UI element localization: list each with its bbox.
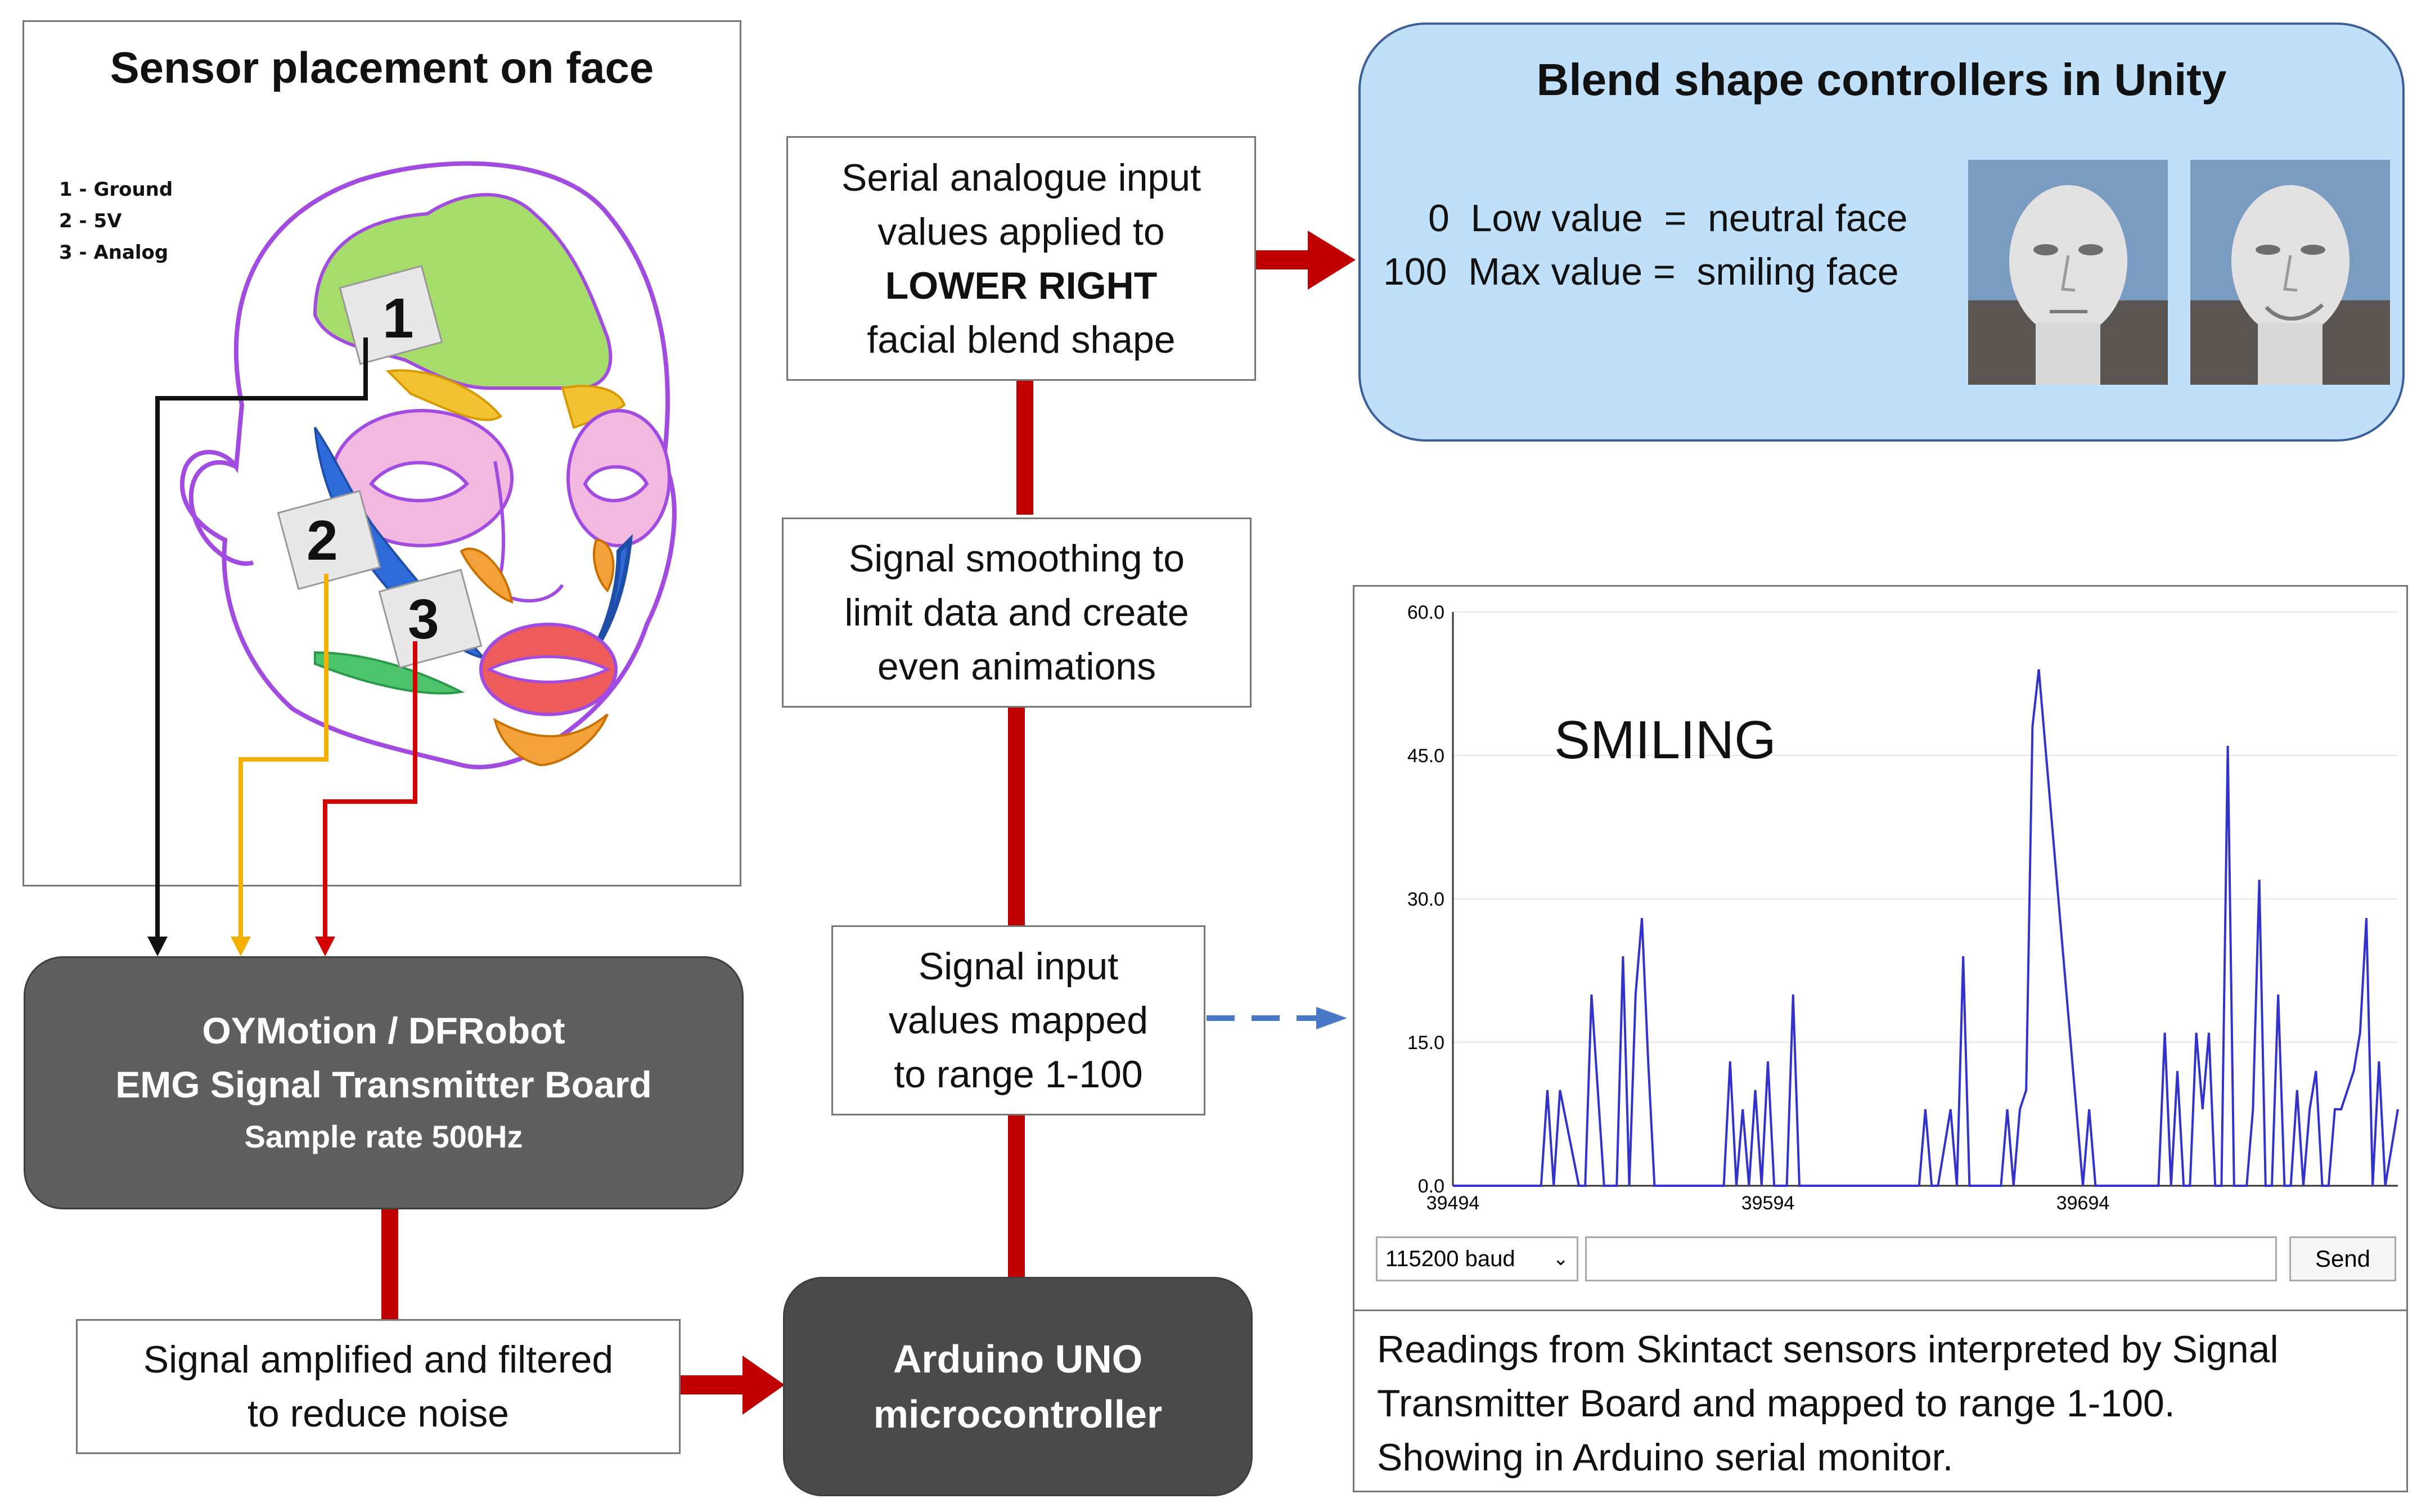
- sensor-label-1: 1: [382, 287, 414, 350]
- serial-applied-line1: Serial analogue input: [841, 156, 1201, 199]
- wire-5v: [238, 574, 328, 951]
- sensor-2: 2: [277, 490, 381, 590]
- send-button[interactable]: Send: [2289, 1236, 2396, 1281]
- eyebrow-right: [561, 385, 626, 429]
- chin-muscle: [493, 713, 609, 767]
- plot-x-tick-label: 39694: [2056, 1192, 2110, 1214]
- amplified-line2: to reduce noise: [247, 1392, 509, 1435]
- plot-y-tick-label: 30.0: [1407, 889, 1444, 910]
- plot-x-tick-label: 39594: [1741, 1192, 1795, 1214]
- caption-line2: Transmitter Board and mapped to range 1-…: [1377, 1382, 2175, 1425]
- sensor-label-3: 3: [408, 588, 439, 651]
- baud-value: 115200 baud: [1385, 1246, 1515, 1271]
- serial-caption: Readings from Skintact sensors interpret…: [1354, 1310, 2406, 1491]
- arduino-line1: Arduino UNO: [893, 1337, 1143, 1381]
- nasal-muscle-right: [593, 538, 615, 593]
- mapped-line1: Signal input: [918, 945, 1119, 988]
- serial-applied-line3: LOWER RIGHT: [885, 264, 1158, 307]
- sensor-3: 3: [378, 569, 483, 669]
- serial-applied-line4: facial blend shape: [867, 318, 1176, 361]
- serial-input-field[interactable]: [1585, 1236, 2277, 1281]
- mapped-line2: values mapped: [888, 999, 1149, 1042]
- emg-board-box: OYMotion / DFRobot EMG Signal Transmitte…: [24, 956, 744, 1209]
- serial-plot: 0.0 15.0 30.0 45.0 60.0 39494 39594 39694 SMILI…: [1407, 602, 2399, 1214]
- plot-smiling-label: SMILING: [1554, 710, 1776, 770]
- lips-line: [486, 655, 611, 683]
- wire-analog-arrowhead: [315, 937, 335, 956]
- wire-legend: 1 - Ground 2 - 5V 3 - Analog: [59, 174, 173, 268]
- board-line2: EMG Signal Transmitter Board: [115, 1064, 652, 1105]
- smiling-face-image: [2190, 160, 2390, 385]
- arrow-amplified-arduino-head: [742, 1356, 785, 1415]
- amplified-line1: Signal amplified and filtered: [143, 1338, 614, 1381]
- blend-title: Blend shape controllers in Unity: [1536, 55, 2227, 105]
- plot-y-tick-label: 15.0: [1407, 1032, 1444, 1054]
- arrow-serial-blend-shaft: [1252, 250, 1313, 269]
- smoothing-line3: even animations: [877, 645, 1156, 688]
- caption-line3: Showing in Arduino serial monitor.: [1377, 1436, 1954, 1479]
- arrow-serial-blend-head: [1308, 231, 1356, 290]
- wire-analog: [323, 641, 417, 951]
- plot-series-line: [1453, 669, 2399, 1187]
- sensor-label-2: 2: [307, 509, 338, 572]
- serial-monitor-panel: 0.0 15.0 30.0 45.0 60.0 39494 39594 39694 SMILI…: [1353, 585, 2408, 1492]
- mapped-box: Signal input values mapped to range 1-10…: [831, 925, 1205, 1115]
- nasal-muscle: [460, 547, 514, 604]
- plot-y-tick-label: 60.0: [1407, 602, 1444, 623]
- amplified-box: Signal amplified and filtered to reduce …: [76, 1319, 681, 1454]
- legend-ground: 1 - Ground: [59, 178, 173, 201]
- face-panel-title: Sensor placement on face: [110, 43, 654, 92]
- caption-line1: Readings from Skintact sensors interpret…: [1377, 1328, 2279, 1371]
- plot-y-tick-label: 0.0: [1418, 1176, 1444, 1197]
- blend-row-low: 0 Low value = neutral face: [1428, 197, 1908, 240]
- eyebrow-left: [385, 369, 502, 421]
- connector-mapped-arduino: [1008, 1114, 1025, 1277]
- board-line1: OYMotion / DFRobot: [202, 1010, 565, 1051]
- serial-applied-line2: values applied to: [877, 210, 1165, 253]
- legend-5v: 2 - 5V: [59, 210, 122, 232]
- eye-left: [368, 461, 470, 502]
- arrow-amplified-arduino-shaft: [681, 1375, 748, 1394]
- connector-board-amplified: [381, 1209, 398, 1319]
- plot-x-tick-label: 39494: [1426, 1192, 1480, 1214]
- blend-panel: Blend shape controllers in Unity 0 Low v…: [1358, 22, 2405, 442]
- neutral-face-image: [1968, 160, 2168, 385]
- wire-ground: [155, 338, 368, 951]
- arduino-box: Arduino UNO microcontroller: [783, 1277, 1253, 1496]
- chevron-down-icon: ⌄: [1552, 1248, 1569, 1270]
- smoothing-line2: limit data and create: [844, 591, 1189, 634]
- plot-y-tick-label: 45.0: [1407, 745, 1444, 767]
- smoothing-box: Signal smoothing to limit data and creat…: [782, 518, 1252, 708]
- legend-analog: 3 - Analog: [59, 241, 169, 264]
- wire-5v-arrowhead: [231, 937, 251, 956]
- board-line3: Sample rate 500Hz: [244, 1119, 523, 1154]
- arduino-line2: microcontroller: [873, 1392, 1163, 1436]
- dashed-arrow-head: [1316, 1007, 1347, 1029]
- connector-smoothing-mapped: [1008, 706, 1025, 925]
- mapped-line3: to range 1-100: [894, 1053, 1143, 1096]
- smoothing-line1: Signal smoothing to: [848, 537, 1185, 580]
- serial-applied-box: Serial analogue input values applied to …: [786, 136, 1256, 381]
- eye-right: [583, 465, 649, 502]
- connector-serial-smoothing: [1016, 380, 1033, 515]
- ear-shape: [188, 460, 254, 566]
- baud-select[interactable]: 115200 baud ⌄: [1376, 1236, 1578, 1281]
- wire-ground-arrowhead: [147, 937, 168, 956]
- jaw-muscle: [314, 651, 465, 695]
- blend-row-max: 100 Max value = smiling face: [1383, 250, 1899, 293]
